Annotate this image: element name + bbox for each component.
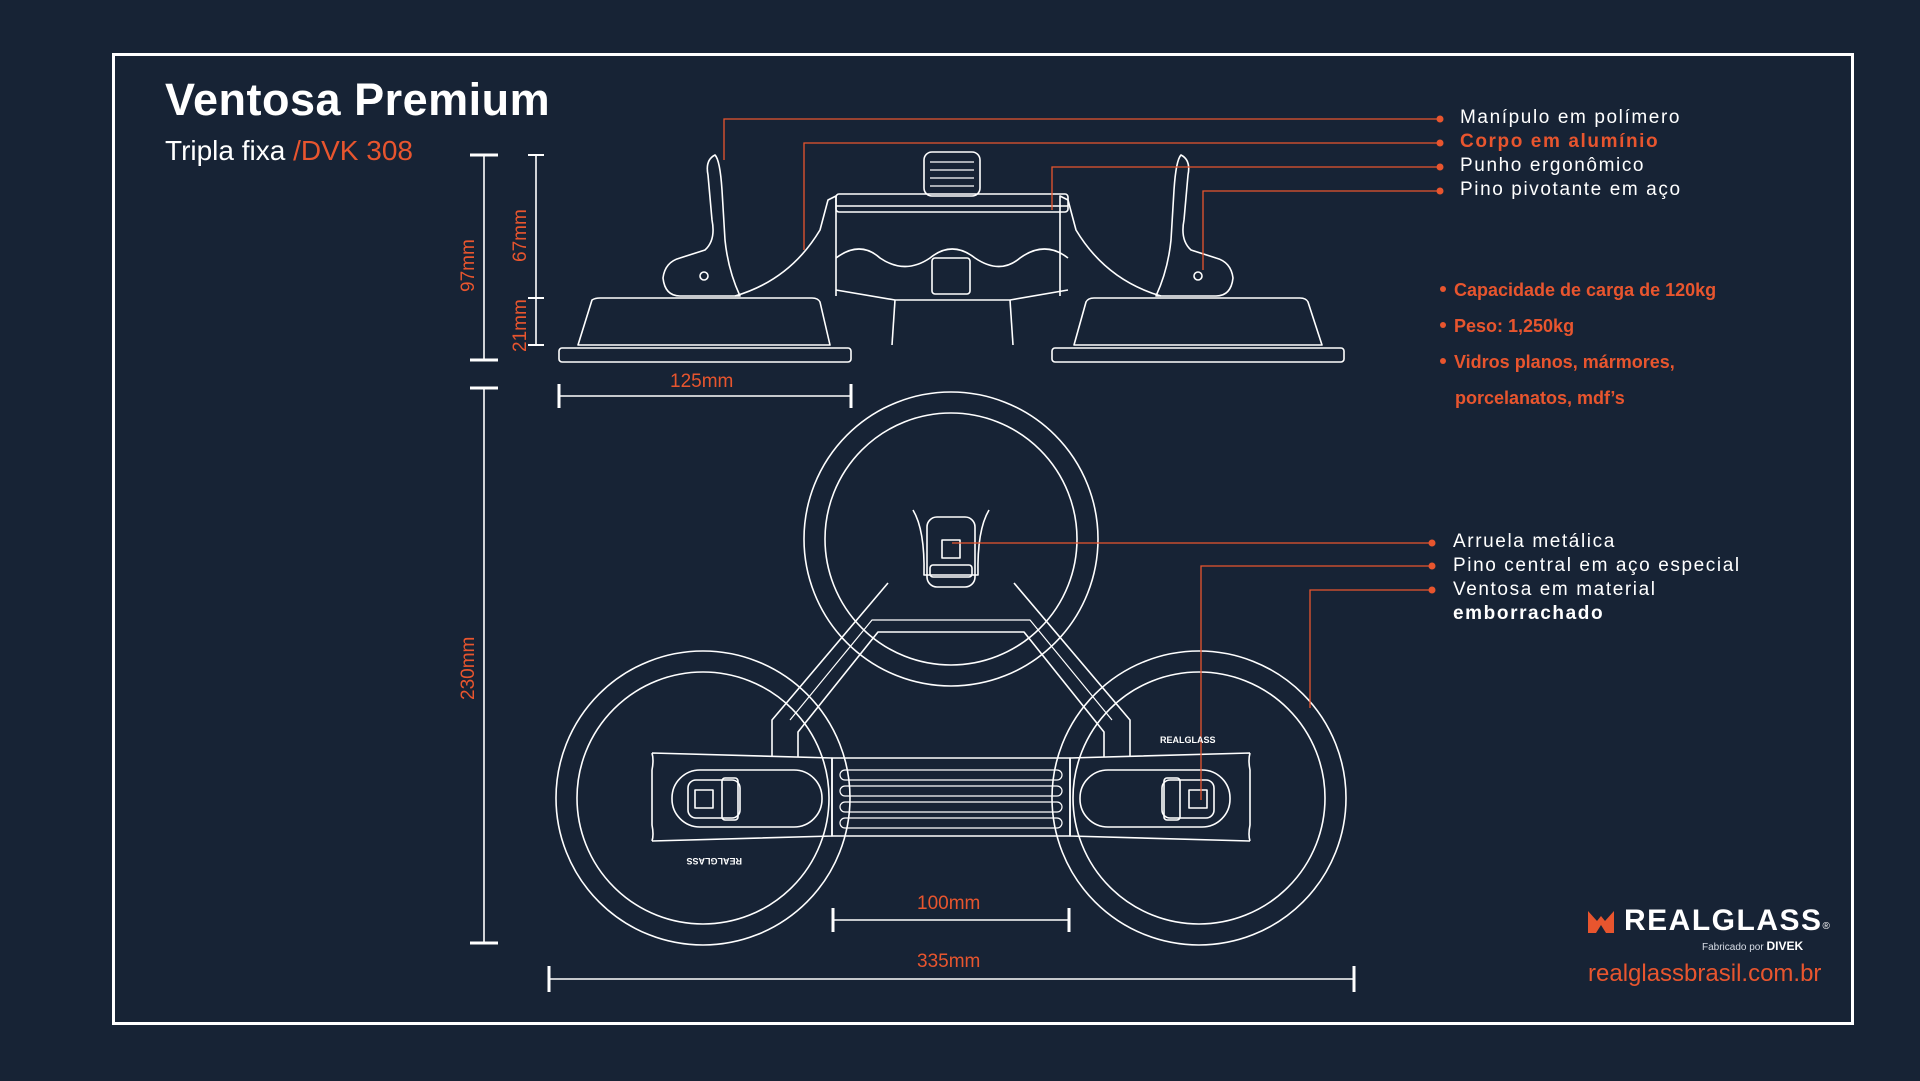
dim-depth-total: 230mm bbox=[458, 636, 479, 700]
wavy-body bbox=[835, 248, 1069, 268]
dimension-lines bbox=[470, 153, 1356, 992]
dim-handle-span: 100mm bbox=[917, 893, 981, 914]
brand-logo: REALGLASS ® bbox=[1588, 904, 1830, 938]
dim-cup-width: 125mm bbox=[670, 371, 734, 392]
left-rail bbox=[651, 752, 833, 842]
callout-handle-polymer: Manípulo em polímero bbox=[1460, 107, 1682, 128]
subtitle-prefix: Tripla fixa bbox=[165, 135, 286, 166]
left-grip bbox=[671, 769, 823, 828]
left-cup-outer bbox=[555, 650, 851, 946]
left-lever bbox=[662, 154, 741, 297]
bullet-icon bbox=[1440, 322, 1446, 329]
top-mount bbox=[912, 509, 990, 576]
bullet-icon bbox=[1440, 358, 1446, 365]
top-view bbox=[555, 391, 1347, 946]
bullet-icon bbox=[1440, 286, 1446, 293]
dim-height-upper: 67mm bbox=[510, 209, 531, 262]
right-body bbox=[1059, 195, 1162, 297]
page-title: Ventosa Premium bbox=[165, 74, 551, 125]
left-body bbox=[734, 195, 837, 297]
model-code: /DVK 308 bbox=[293, 135, 413, 166]
website-link[interactable]: realglassbrasil.com.br bbox=[1588, 960, 1822, 987]
spec-materials: Vidros planos, mármores, bbox=[1440, 352, 1675, 373]
callout-rubber-cup-bold: emborrachado bbox=[1453, 603, 1605, 624]
maker-name: DIVEK bbox=[1766, 939, 1804, 953]
brand-name: REALGLASS bbox=[1624, 904, 1823, 937]
right-grip bbox=[1079, 769, 1231, 828]
registered-mark: ® bbox=[1822, 921, 1830, 932]
drawing-frame bbox=[112, 53, 1854, 1025]
frame-right-outer bbox=[1013, 582, 1131, 757]
left-base bbox=[558, 347, 852, 363]
right-lever bbox=[1155, 154, 1234, 297]
callout-metal-washer: Arruela metálica bbox=[1453, 531, 1616, 552]
right-cup bbox=[1073, 297, 1323, 346]
dim-height-lower: 21mm bbox=[510, 299, 531, 352]
cup-brand-mark-right: REALGLASS bbox=[1160, 735, 1216, 745]
right-cup-inner bbox=[1072, 671, 1326, 925]
left-cup bbox=[577, 297, 831, 346]
frame-inner bbox=[797, 631, 1105, 757]
top-cup-outer bbox=[803, 391, 1099, 687]
top-knob bbox=[923, 151, 981, 197]
spec-weight: Peso: 1,250kg bbox=[1440, 316, 1574, 337]
spec-materials-cont: porcelanatos, mdf’s bbox=[1455, 388, 1625, 408]
right-rail bbox=[1069, 752, 1251, 842]
callout-center-pin: Pino central em aço especial bbox=[1453, 555, 1741, 576]
right-base bbox=[1051, 347, 1345, 363]
callout-ergonomic-grip: Punho ergonômico bbox=[1460, 155, 1646, 176]
callout-pivot-pin: Pino pivotante em aço bbox=[1460, 179, 1682, 200]
dim-height-total: 97mm bbox=[458, 239, 479, 292]
callout-aluminum-body: Corpo em alumínio bbox=[1460, 131, 1660, 152]
spec-load-capacity: Capacidade de carga de 120kg bbox=[1440, 280, 1716, 301]
left-cup-inner bbox=[576, 671, 830, 925]
made-by: Fabricado por DIVEK bbox=[1702, 939, 1804, 953]
top-cup-inner bbox=[824, 412, 1078, 666]
frame-left-outer bbox=[771, 582, 889, 757]
right-cup-outer bbox=[1051, 650, 1347, 946]
cup-brand-mark-left: REALGLASS bbox=[686, 856, 742, 866]
leader-dots bbox=[1428, 115, 1444, 594]
side-view bbox=[558, 151, 1345, 363]
realglass-logo-icon bbox=[1588, 911, 1614, 933]
center-bar bbox=[835, 193, 1069, 213]
dim-total-width: 335mm bbox=[917, 951, 981, 972]
top-handle bbox=[926, 516, 976, 588]
callout-rubber-cup: Ventosa em material bbox=[1453, 579, 1657, 600]
leader-lines bbox=[723, 118, 1440, 800]
page-subtitle: Tripla fixa /DVK 308 bbox=[165, 135, 413, 167]
